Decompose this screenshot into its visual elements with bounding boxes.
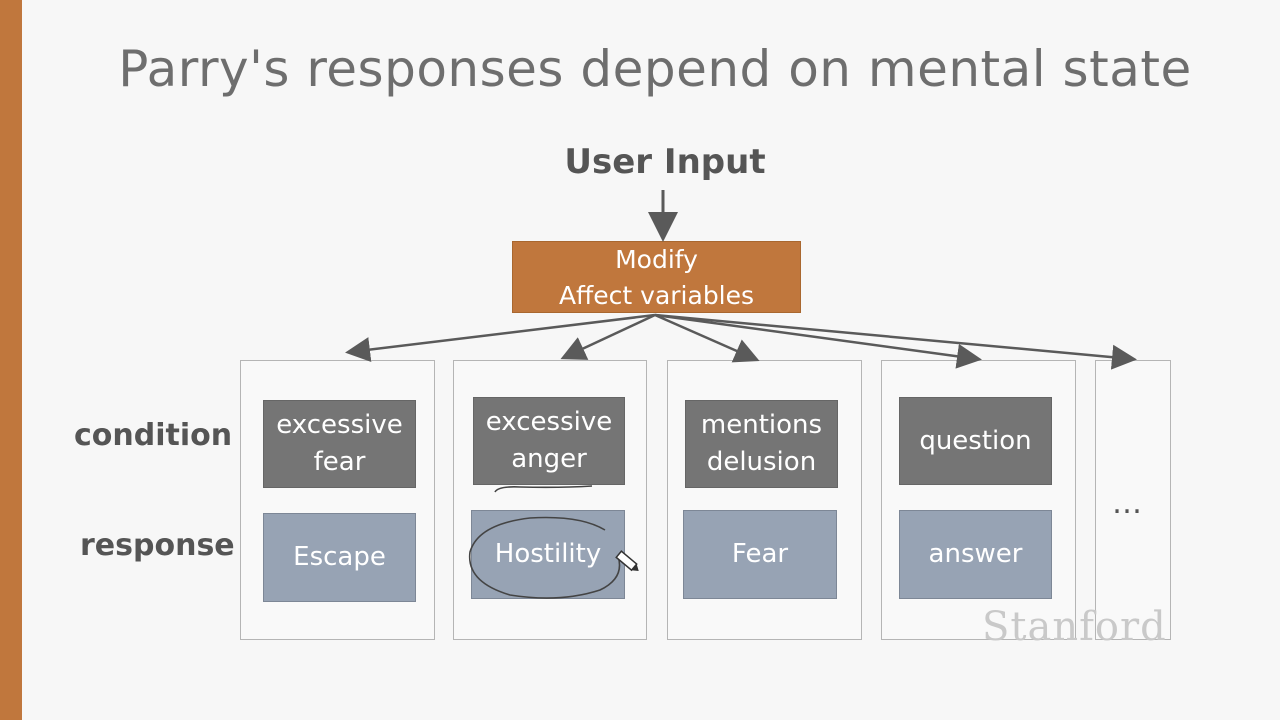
response-text: Hostility <box>494 539 602 569</box>
condition-text: anger <box>511 444 587 474</box>
arrow-to-column-3 <box>654 313 760 363</box>
condition-text: question <box>919 425 1032 456</box>
response-box-2: Hostility <box>471 510 625 599</box>
rule-column-more <box>1095 360 1171 640</box>
response-box-1: Escape <box>263 513 416 602</box>
slide-title: Parry's responses depend on mental state <box>118 40 1192 98</box>
response-row-label: response <box>80 528 235 563</box>
arrow-to-column-4 <box>654 313 982 369</box>
arrow-to-column-2 <box>560 313 656 360</box>
more-columns-ellipsis: … <box>1112 486 1145 521</box>
modify-box-line1: Modify <box>615 245 698 274</box>
modify-box-line2: Affect variables <box>558 281 755 310</box>
circle-annotation <box>468 516 621 599</box>
response-box-4: answer <box>899 510 1052 599</box>
condition-text: fear <box>313 447 366 477</box>
condition-text: excessive <box>276 410 403 440</box>
condition-box-4: question <box>899 397 1052 485</box>
condition-box-1: excessive fear <box>263 400 416 488</box>
condition-text: delusion <box>706 447 817 477</box>
left-accent-bar <box>0 0 22 720</box>
condition-text: mentions <box>700 410 823 440</box>
condition-box-2: excessive anger <box>473 397 625 485</box>
condition-box-3: mentions delusion <box>685 400 838 488</box>
condition-text: excessive <box>485 407 613 437</box>
response-box-3: Fear <box>683 510 837 599</box>
stanford-watermark: Stanford <box>982 604 1167 650</box>
arrow-to-column-1 <box>345 313 656 363</box>
pen-cursor-icon <box>615 550 639 572</box>
modify-affect-box: Modify Affect variables <box>512 241 801 313</box>
underline-annotation <box>494 485 593 493</box>
response-text: Escape <box>293 542 386 572</box>
response-text: answer <box>928 539 1023 569</box>
user-input-label: User Input <box>564 142 766 182</box>
arrow-to-column-more <box>654 313 1137 370</box>
condition-row-label: condition <box>74 418 233 453</box>
response-text: Fear <box>731 539 789 569</box>
